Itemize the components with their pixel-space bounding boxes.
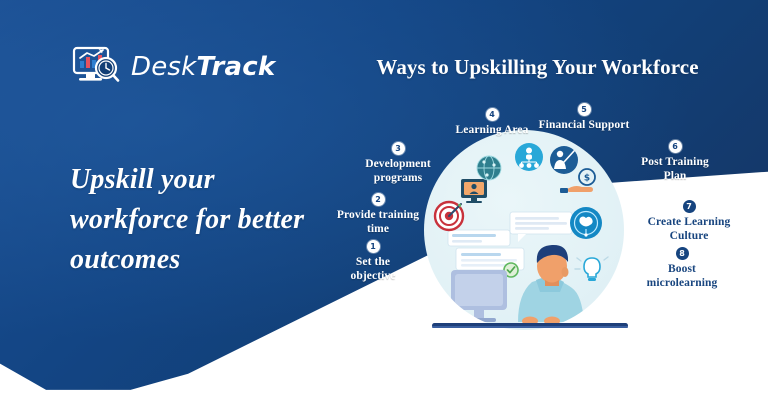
step-8-label: Boost microlearning (646, 263, 718, 289)
brand-name: DeskTrack (131, 54, 275, 80)
step-3-label: Development programs (365, 158, 431, 184)
target-dart-icon (433, 200, 465, 232)
seated-person (451, 244, 584, 326)
brand-name-bold: Track (196, 52, 276, 82)
monitor-person-icon (461, 179, 487, 203)
globe-network-icon (476, 155, 502, 181)
step-6-label: Post Training Plan (641, 156, 709, 182)
step-7[interactable]: 7 Create Learning Culture (634, 196, 744, 243)
step-2[interactable]: 2 Provide training time (326, 189, 430, 236)
step-7-number: 7 (682, 200, 696, 213)
step-2-label: Provide training time (336, 209, 420, 235)
check-circle-icon (503, 262, 519, 278)
brand-name-light: Desk (131, 52, 197, 82)
page-title: Ways to Upskilling Your Workforce (376, 55, 699, 79)
step-1-number: 1 (366, 240, 380, 253)
lightbulb-idea-icon (574, 256, 609, 281)
step-8-number: 8 (675, 247, 689, 260)
person-at-computer-illustration: $ (424, 130, 636, 330)
people-group-icon (515, 143, 543, 171)
step-2-number: 2 (371, 193, 385, 206)
svg-text:$: $ (584, 174, 590, 184)
step-3[interactable]: 3 Development programs (352, 138, 444, 185)
step-5-number: 5 (577, 103, 591, 116)
step-8[interactable]: 8 Boost microlearning (628, 243, 736, 290)
step-1[interactable]: 1 Set the objective (330, 236, 416, 283)
step-5[interactable]: 5 Financial Support (528, 99, 640, 133)
monitor-chart-clock-magnifier-icon (72, 44, 124, 90)
step-4[interactable]: 4 Learning Area (438, 104, 546, 138)
step-5-label: Financial Support (538, 119, 630, 131)
step-6-number: 6 (668, 140, 682, 153)
step-7-label: Create Learning Culture (647, 216, 731, 242)
step-4-number: 4 (485, 108, 499, 121)
brand-logo[interactable]: DeskTrack (72, 44, 275, 90)
teacher-pointer-icon (550, 146, 578, 174)
step-4-label: Learning Area (455, 124, 529, 136)
step-6[interactable]: 6 Post Training Plan (626, 136, 724, 183)
step-1-label: Set the objective (350, 256, 396, 282)
step-3-number: 3 (391, 142, 405, 155)
brain-circuit-icon (570, 207, 602, 239)
hand-coin-icon: $ (560, 168, 596, 193)
hero-headline: Upskill your workforce for better outcom… (70, 164, 305, 275)
